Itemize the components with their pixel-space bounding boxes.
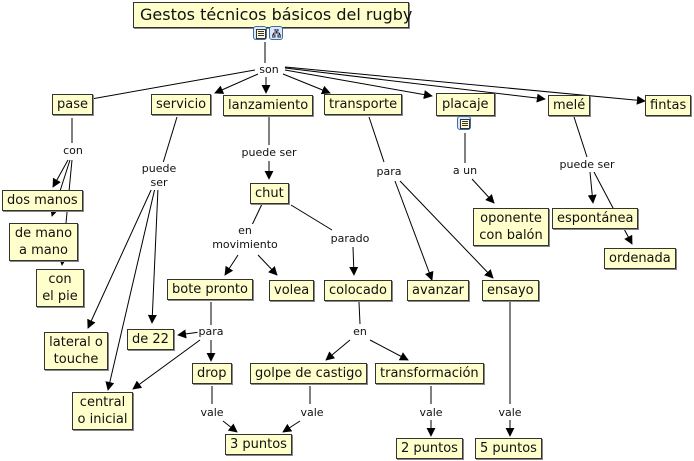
link-line <box>224 254 239 276</box>
concept-3-puntos[interactable]: 3 puntos <box>225 434 292 455</box>
concept-lanzamiento[interactable]: lanzamiento <box>223 95 314 116</box>
concept-placaje[interactable]: placaje <box>436 93 495 116</box>
link-line <box>222 420 238 433</box>
concept-golpe-de-castigo[interactable]: golpe de castigo <box>250 363 368 384</box>
linking-phrase-vale[interactable]: vale <box>418 406 444 420</box>
link-line <box>282 420 301 433</box>
link-line <box>282 73 331 95</box>
concept-mele[interactable]: melé <box>548 95 591 116</box>
linking-phrase-vale[interactable]: vale <box>497 406 523 420</box>
link-line <box>394 180 434 281</box>
link-line <box>251 203 263 226</box>
concept-map-icon[interactable] <box>269 26 283 40</box>
link-line <box>290 204 333 231</box>
link-line <box>87 187 153 329</box>
linking-phrase-son[interactable]: son <box>258 63 280 77</box>
link-line <box>349 246 359 276</box>
linking-phrase-puede-ser[interactable]: puede ser <box>140 162 178 190</box>
link-line <box>132 339 201 390</box>
concept-ensayo[interactable]: ensayo <box>482 280 539 301</box>
document-icon[interactable] <box>253 26 267 40</box>
linking-phrase-puede-ser[interactable]: puede ser <box>240 146 298 160</box>
link-line <box>105 187 156 391</box>
concept-colocado[interactable]: colocado <box>324 280 392 301</box>
concept-2-puntos[interactable]: 2 puntos <box>396 438 463 459</box>
concept-bote-pronto[interactable]: bote pronto <box>167 279 253 300</box>
concept-oponente-con-balon[interactable]: oponente con balón <box>473 208 549 246</box>
link-line <box>214 73 259 94</box>
link-line <box>52 159 69 188</box>
link-line <box>79 69 256 105</box>
linking-phrase-en[interactable]: en <box>352 325 368 339</box>
concept-fintas[interactable]: fintas <box>645 95 692 116</box>
linking-phrase-en-movimiento[interactable]: en movimiento <box>206 224 284 252</box>
link-line <box>284 67 546 103</box>
concept-chut[interactable]: chut <box>250 183 289 204</box>
concept-con-el-pie[interactable]: con el pie <box>36 269 84 307</box>
concept-pase[interactable]: pase <box>52 94 93 115</box>
link-line <box>358 301 361 325</box>
linking-phrase-puede-ser[interactable]: puede ser <box>558 158 616 172</box>
link-line <box>399 180 494 279</box>
linking-phrase-para[interactable]: para <box>197 325 225 339</box>
linking-phrase-para[interactable]: para <box>375 165 403 179</box>
link-line <box>368 116 385 163</box>
concept-transformacion[interactable]: transformación <box>375 363 484 384</box>
concept-avanzar[interactable]: avanzar <box>407 280 469 301</box>
link-line <box>257 254 278 276</box>
concept-volea[interactable]: volea <box>269 280 315 301</box>
concept-central-o-inicial[interactable]: central o inicial <box>72 392 133 430</box>
link-line <box>325 339 351 361</box>
linking-phrase-parado[interactable]: parado <box>329 232 371 246</box>
link-line <box>177 329 201 339</box>
link-line <box>587 171 597 204</box>
concept-de-mano-a-mano[interactable]: de mano a mano <box>9 223 78 261</box>
concept-ordenada[interactable]: ordenada <box>604 248 676 269</box>
concept-espontanea[interactable]: espontánea <box>552 208 639 229</box>
linking-phrase-con[interactable]: con <box>62 144 84 158</box>
linking-phrase-a-un[interactable]: a un <box>451 164 479 178</box>
link-line <box>147 187 159 324</box>
linking-phrase-vale[interactable]: vale <box>299 406 325 420</box>
concept-servicio[interactable]: servicio <box>151 94 212 115</box>
concept-lateral-o-touche[interactable]: lateral o touche <box>44 332 108 370</box>
concept-de-22[interactable]: de 22 <box>127 329 174 350</box>
link-line <box>162 116 178 164</box>
link-line <box>471 178 495 204</box>
linking-phrase-vale[interactable]: vale <box>199 406 225 420</box>
document-icon[interactable] <box>457 116 471 130</box>
link-line <box>573 116 588 158</box>
link-line <box>284 69 433 100</box>
link-line <box>369 339 409 361</box>
concept-drop[interactable]: drop <box>192 363 232 384</box>
concept-5-puntos[interactable]: 5 puntos <box>475 438 542 459</box>
root-concept[interactable]: Gestos técnicos básicos del rugby <box>133 2 412 28</box>
concept-dos-manos[interactable]: dos manos <box>2 190 83 211</box>
concept-transporte[interactable]: transporte <box>324 94 403 115</box>
